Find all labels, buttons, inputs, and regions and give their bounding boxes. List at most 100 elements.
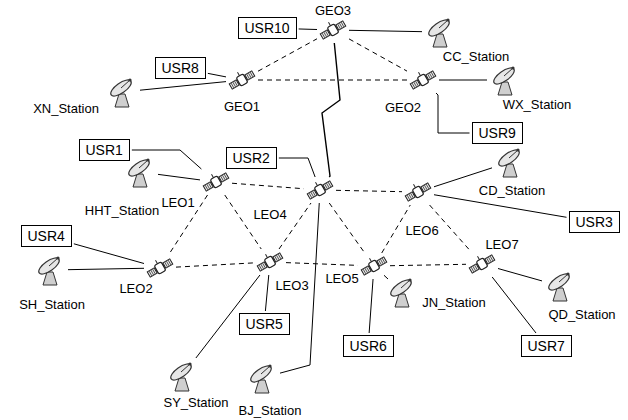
dish-feed (439, 20, 448, 28)
satellite-antenna (478, 256, 480, 259)
panel-grid (410, 193, 413, 198)
satellite-node: LEO5 (360, 255, 388, 277)
dish-feed (139, 160, 148, 168)
panel-grid (382, 258, 385, 263)
dish-feed (121, 80, 130, 88)
panel-grid (278, 254, 281, 259)
access-link (279, 158, 315, 177)
dish-feed (559, 274, 568, 282)
satellite-body (412, 186, 424, 199)
user-box: USR9 (472, 122, 523, 144)
satellite-antenna (316, 182, 318, 185)
satellite-node: LEO7 (468, 253, 496, 275)
dish-feed-horn (128, 78, 131, 81)
panel-grid (208, 183, 211, 188)
satellite-icon (200, 168, 230, 193)
satellite-label: LEO2 (118, 281, 153, 296)
satellite-body (368, 260, 380, 273)
satellite-label: GEO2 (384, 100, 422, 115)
panel-grid (262, 263, 265, 268)
dish-reflector (388, 277, 413, 299)
dish-feed-horn (268, 364, 271, 367)
inter-satellite-link (336, 190, 402, 191)
dish-feed (401, 280, 410, 288)
dish-feed (49, 258, 58, 266)
user-label: USR5 (246, 315, 283, 333)
satellite-antenna (156, 260, 158, 263)
satellite-label: LEO6 (404, 223, 439, 238)
access-link (369, 279, 373, 333)
satellite-label: LEO4 (252, 207, 287, 222)
panel-grid (366, 267, 369, 272)
station-label: SY_Station (162, 395, 229, 410)
panel-grid (168, 260, 171, 265)
user-label: USR9 (479, 124, 516, 142)
dish-feed (509, 150, 518, 158)
satellite-antenna (370, 258, 372, 261)
dish-feed-horn (408, 278, 411, 281)
inter-satellite-link (258, 80, 407, 81)
satellite-body (236, 74, 248, 87)
ground-station-node: CD_Station (494, 146, 526, 178)
satellite-icon (226, 66, 256, 91)
satellite-antenna (419, 72, 421, 75)
ground-station-node: XN_Station (106, 76, 138, 108)
station-label: WX_Station (502, 97, 573, 112)
user-label: USR2 (233, 149, 270, 167)
satellite-symbol (409, 69, 437, 91)
ground-station-node: HHT_Station (124, 156, 156, 188)
access-link (140, 82, 226, 91)
station-label: XN_Station (32, 101, 100, 116)
panel-grid (152, 269, 155, 274)
user-box: USR3 (569, 211, 620, 233)
satellite-symbol (202, 171, 230, 193)
user-box: USR8 (155, 57, 206, 79)
ground-station-node: BJ_Station (246, 362, 278, 394)
satellite-icon (304, 176, 334, 201)
dish-feed-horn (511, 66, 514, 69)
user-label: USR10 (245, 19, 290, 37)
satellite-node: LEO1 (202, 171, 230, 193)
panel-grid (341, 22, 344, 27)
satellite-body (314, 184, 326, 197)
dish-reflector (168, 361, 193, 383)
satellite-label: LEO1 (160, 195, 195, 210)
station-label: JN_Station (421, 295, 487, 310)
access-link (68, 268, 144, 269)
satellite-node: LEO3 (256, 251, 284, 273)
satellite-body (476, 258, 488, 271)
access-link (436, 93, 470, 133)
satellite-body (264, 256, 276, 269)
satellite-icon (466, 250, 496, 275)
satellite-symbol (256, 251, 284, 273)
ground-station-node: JN_Station (386, 276, 418, 308)
dish-reflector (108, 77, 133, 99)
user-label: USR3 (576, 213, 613, 231)
satellite-node: LEO2 (146, 257, 174, 279)
inter-satellite-link (390, 264, 466, 265)
dish-antenna-symbol (544, 270, 576, 302)
satellite-body (154, 262, 166, 275)
panel-grid (426, 184, 429, 189)
panel-grid (250, 72, 253, 77)
dish-antenna-symbol (489, 64, 521, 96)
dish-antenna-symbol (124, 156, 156, 188)
station-label: HHT_Station (84, 203, 160, 218)
station-label: CC_Station (442, 49, 510, 64)
dish-antenna-symbol (386, 276, 418, 308)
satellite-body (210, 176, 222, 189)
panel-grid (234, 81, 237, 86)
satellite-symbol (404, 181, 432, 203)
satellite-icon (407, 66, 437, 91)
access-link (439, 80, 487, 81)
satellite-label: GEO3 (314, 3, 352, 18)
ground-station-node: CC_Station (424, 16, 456, 48)
inter-satellite-link (225, 195, 261, 249)
dish-feed-horn (146, 158, 149, 161)
dish-reflector (496, 147, 521, 169)
satellite-symbol (146, 257, 174, 279)
dish-feed-horn (188, 362, 191, 365)
ground-station-node: SY_Station (166, 360, 198, 392)
panel-grid (415, 81, 418, 86)
